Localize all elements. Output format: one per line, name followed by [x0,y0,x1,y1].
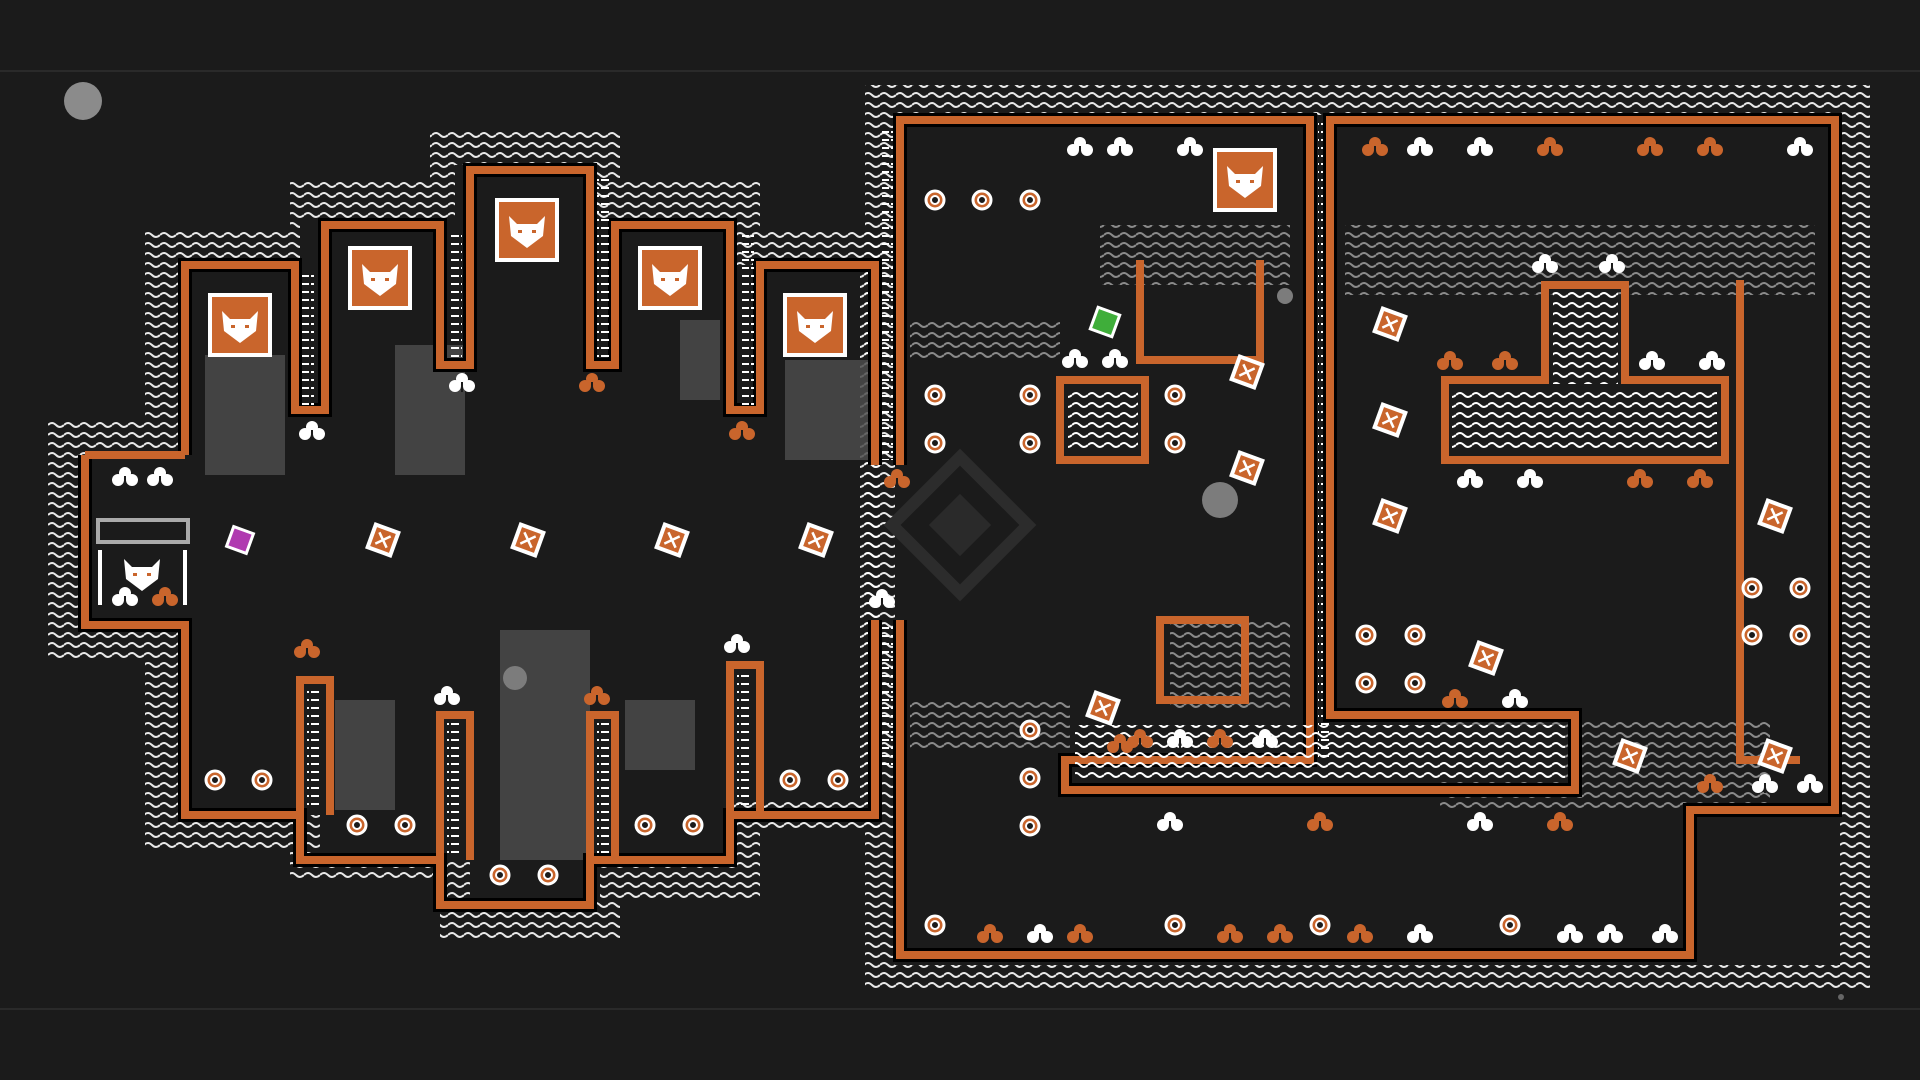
shadow-pillars-left [205,320,875,860]
fox-portraits [208,148,1277,357]
exit-diamond-icon[interactable] [883,448,1037,602]
gem-collectibles[interactable] [224,304,1795,776]
bottom-divider [0,1008,1920,1010]
ladder-strips [302,120,1330,855]
left-cave-walls [81,166,879,909]
status-dot-icon [1838,994,1844,1000]
gem-special-green [1088,305,1122,339]
circle-menu-icon[interactable] [64,82,102,120]
gem-special-magenta [224,524,256,556]
top-divider [0,70,1920,72]
stepped-block-pattern [1068,292,1717,780]
floating-orbs [503,288,1293,690]
start-cage[interactable] [96,518,190,605]
